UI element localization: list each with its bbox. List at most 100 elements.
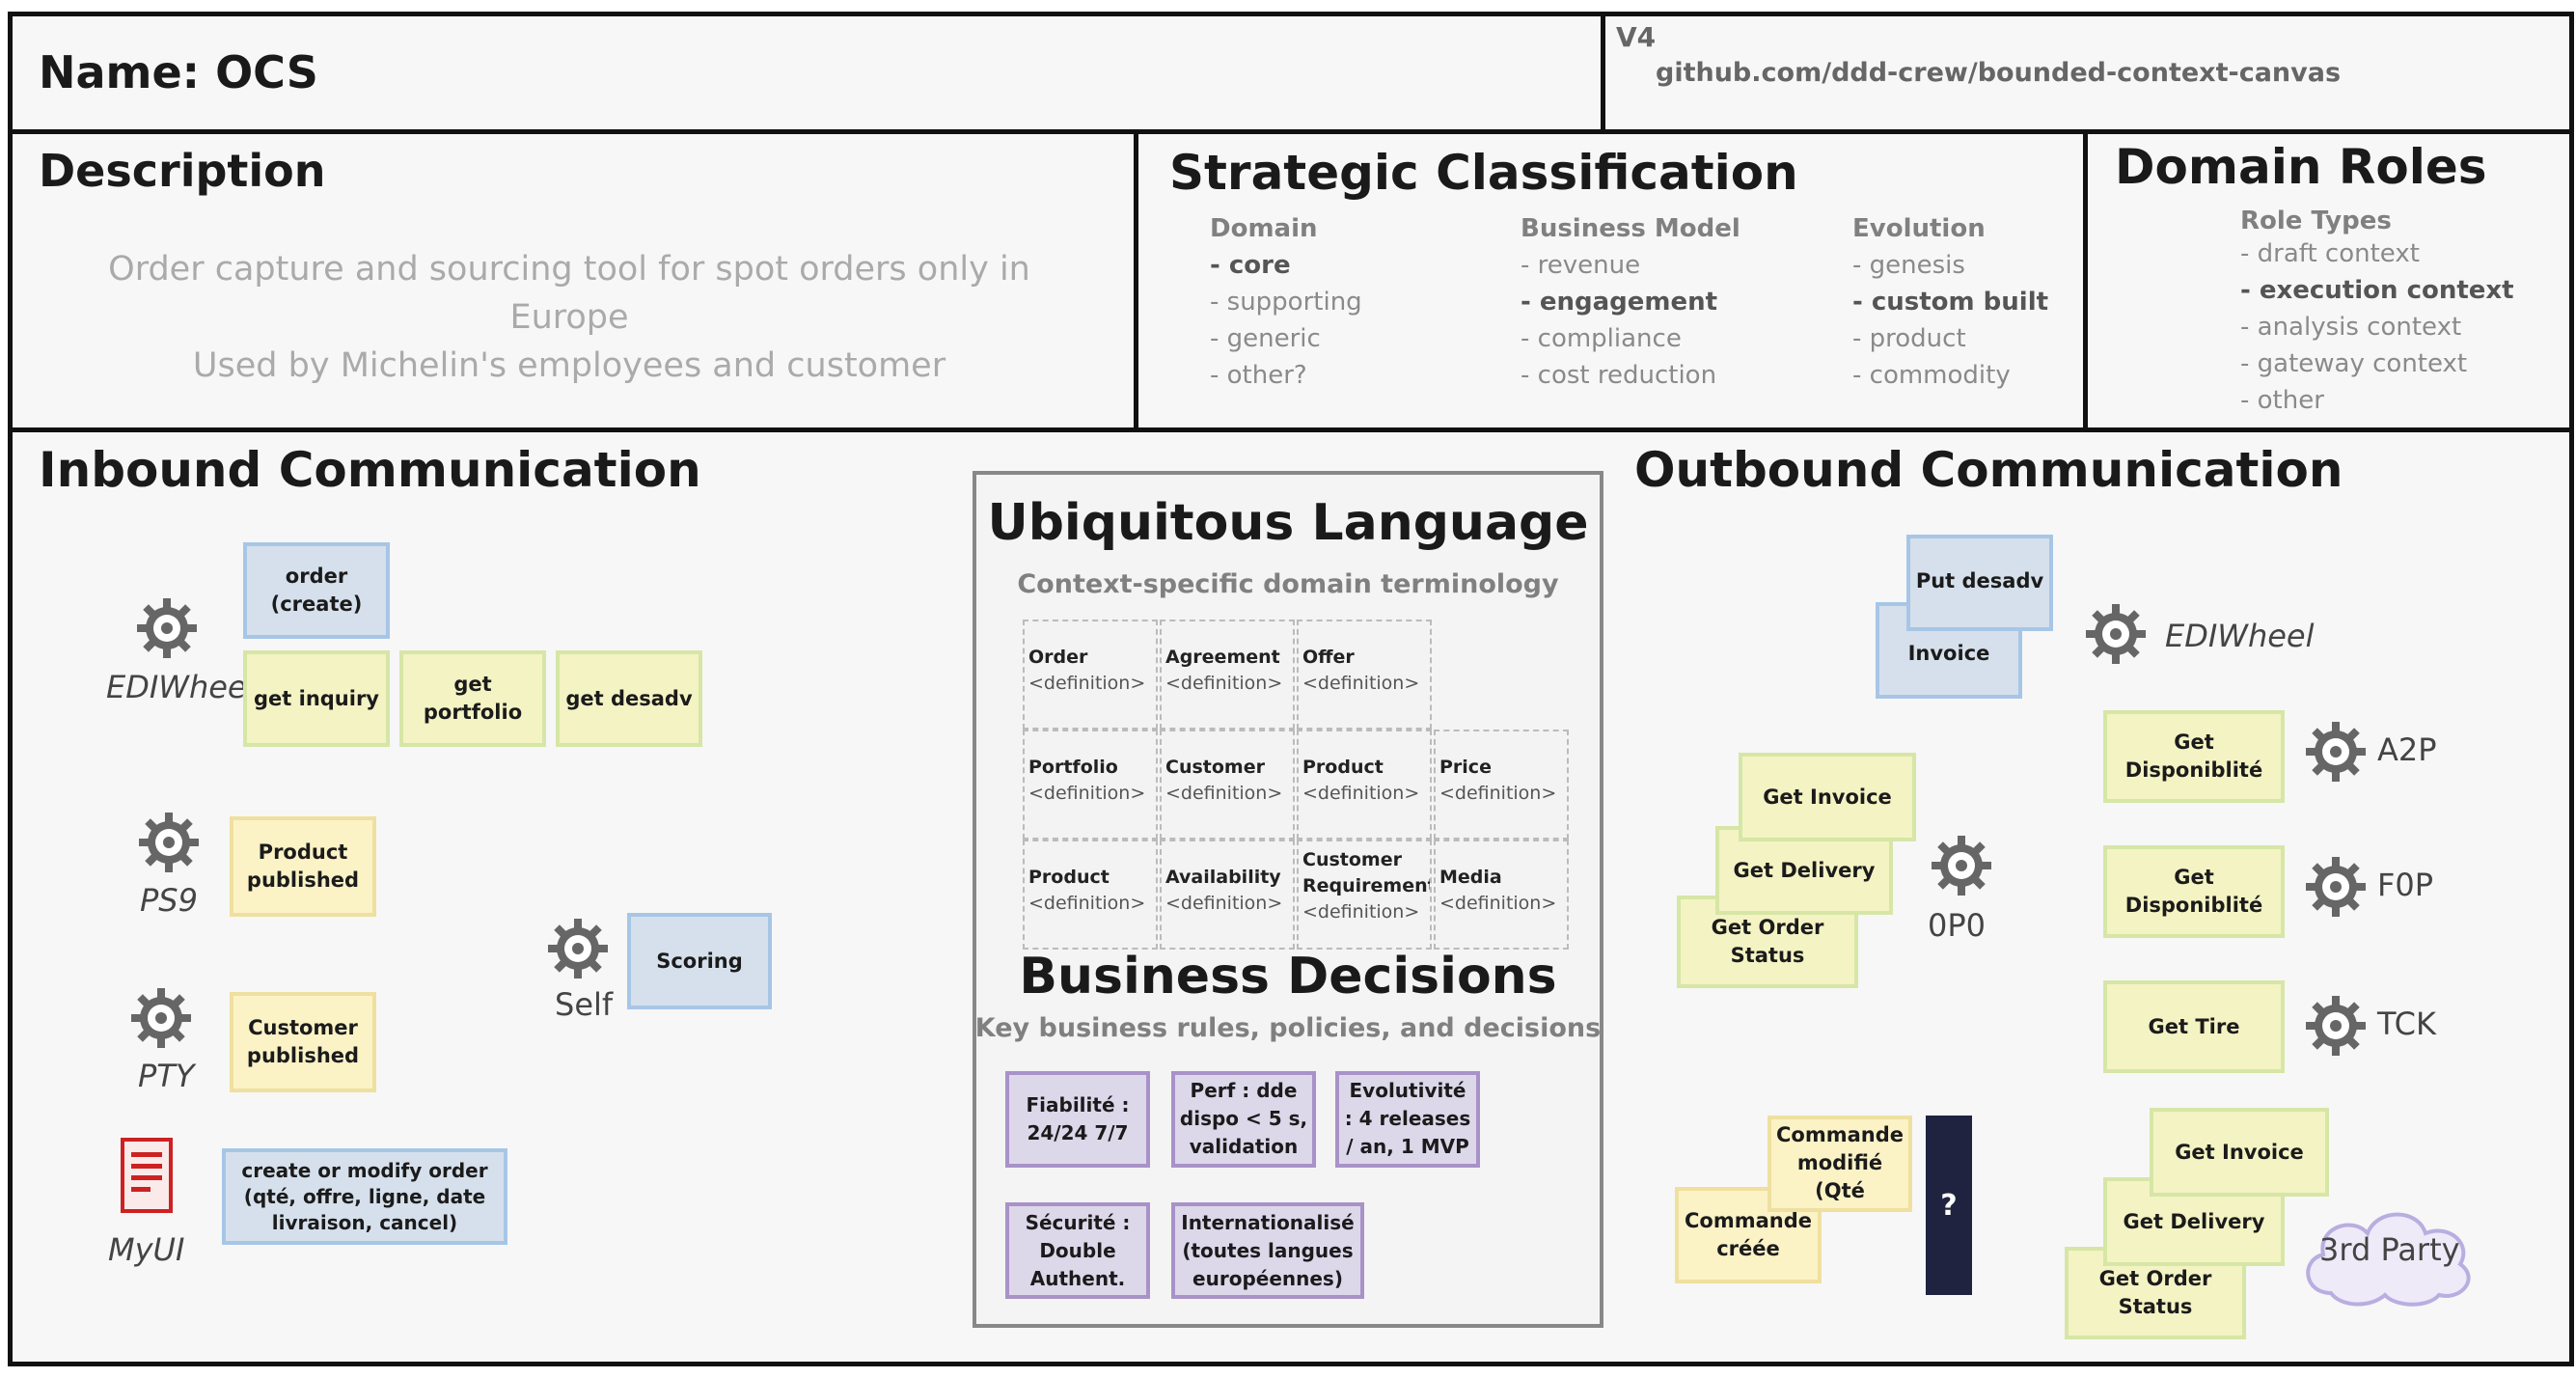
sticky-commande-modifie[interactable]: Commande modifié (Qté modifiée — [1768, 1116, 1912, 1212]
domain-item: - core — [1210, 251, 1291, 280]
actor-label: F0P — [2377, 867, 2434, 903]
role-types-column: Role Types - draft context - execution c… — [2240, 207, 2514, 419]
term-cell: Media<definition> — [1434, 840, 1569, 950]
actor-label: 0P0 — [1928, 907, 1987, 944]
role-item: - analysis context — [2240, 313, 2462, 342]
context-name: Name: OCS — [39, 46, 318, 98]
term-name: Portfolio — [1028, 757, 1118, 778]
sticky-get-invoice[interactable]: Get Invoice — [1739, 753, 1916, 841]
divider-header — [8, 129, 2574, 134]
sticky-order-create[interactable]: order (create) — [243, 542, 390, 639]
strategic-title: Strategic Classification — [1169, 145, 1798, 201]
domain-column: Domain - core - supporting - generic - o… — [1210, 214, 1362, 394]
description-title: Description — [39, 145, 326, 197]
domain-item: - supporting — [1210, 288, 1362, 317]
term-definition: <definition> — [1165, 673, 1283, 694]
term-cell: Agreement<definition> — [1160, 620, 1295, 730]
term-cell: Customer Requirements <definition> — [1297, 840, 1432, 950]
divider-desc-strategic — [1134, 131, 1138, 430]
sticky-get-disponiblite[interactable]: Get Disponiblité — [2103, 710, 2285, 803]
term-definition: <definition> — [1028, 783, 1146, 804]
description-text: Order capture and sourcing tool for spot… — [87, 245, 1052, 390]
domain-item: - other? — [1210, 361, 1307, 390]
outbound-title: Outbound Communication — [1634, 442, 2343, 498]
role-item: - other — [2240, 386, 2324, 415]
decision-sticky[interactable]: Sécurité : Double Authent. — [1005, 1202, 1150, 1299]
business-model-item: - engagement — [1521, 288, 1718, 317]
term-name: Price — [1439, 757, 1492, 778]
evolution-item: - custom built — [1852, 288, 2049, 317]
actor-label: MyUI — [108, 1231, 185, 1268]
term-cell: Order<definition> — [1023, 620, 1158, 730]
role-item: - gateway context — [2240, 349, 2468, 378]
business-decisions-subtitle: Key business rules, policies, and decisi… — [974, 1013, 1602, 1043]
description-line: Order capture and sourcing tool for spot… — [108, 250, 1030, 289]
actor-label: EDIWheel — [2165, 618, 2315, 654]
business-model-heading: Business Model — [1521, 214, 1740, 243]
decision-sticky[interactable]: Evolutivité : 4 releases / an, 1 MVP — [1335, 1071, 1480, 1168]
decision-sticky[interactable]: Perf : dde dispo < 5 s, validation — [1171, 1071, 1316, 1168]
inbound-title: Inbound Communication — [39, 442, 701, 498]
sticky-get-tire[interactable]: Get Tire — [2103, 980, 2285, 1073]
divider-name-version — [1601, 12, 1605, 131]
sticky-get-portfolio[interactable]: get portfolio — [399, 650, 546, 747]
term-name: Customer — [1165, 757, 1265, 778]
sticky-create-modify-order[interactable]: create or modify order (qté, offre, lign… — [222, 1148, 507, 1245]
sticky-customer-published[interactable]: Customer published — [230, 992, 376, 1092]
evolution-item: - genesis — [1852, 251, 1965, 280]
business-model-item: - compliance — [1521, 324, 1682, 353]
divider-strategic-roles — [2083, 131, 2088, 430]
actor-label: PS9 — [140, 882, 198, 919]
sticky-get-inquiry[interactable]: get inquiry — [243, 650, 390, 747]
decision-sticky[interactable]: Internationalisé (toutes langues europée… — [1171, 1202, 1364, 1299]
sticky-get-order-status[interactable]: Get Order Status — [2065, 1247, 2246, 1339]
term-name: Offer — [1302, 647, 1355, 668]
description-line: Europe — [509, 298, 629, 337]
sticky-question[interactable]: ? — [1926, 1116, 1972, 1295]
gear-icon — [139, 813, 199, 872]
domain-heading: Domain — [1210, 214, 1318, 243]
actor-label: A2P — [2377, 731, 2437, 768]
term-definition: <definition> — [1165, 893, 1283, 914]
sticky-put-desadv[interactable]: Put desadv — [1906, 535, 2053, 631]
term-cell: Availability <definition> — [1160, 840, 1295, 950]
sticky-get-disponiblite[interactable]: Get Disponiblité — [2103, 845, 2285, 938]
term-definition: <definition> — [1439, 783, 1557, 804]
term-name: Media — [1439, 867, 1502, 888]
term-name: Product — [1028, 867, 1110, 888]
term-cell: Product<definition> — [1297, 730, 1432, 840]
gear-icon — [548, 919, 608, 978]
gear-icon — [2086, 604, 2146, 664]
business-decisions-title: Business Decisions — [1019, 948, 1557, 1006]
sticky-get-invoice[interactable]: Get Invoice — [2150, 1108, 2329, 1197]
term-cell: Offer <definition> — [1297, 620, 1432, 730]
cloud-icon — [2306, 1212, 2471, 1307]
term-definition: <definition> — [1165, 783, 1283, 804]
version-label: V4 — [1616, 21, 1657, 53]
term-definition: <definition> — [1302, 901, 1420, 923]
term-definition: <definition> — [1028, 893, 1146, 914]
ubiquitous-title: Ubiquitous Language — [987, 494, 1589, 552]
term-definition: <definition> — [1302, 673, 1420, 694]
actor-label: PTY — [138, 1058, 195, 1094]
term-cell: Product <definition> — [1023, 840, 1158, 950]
term-cell: Portfolio <definition> — [1023, 730, 1158, 840]
decision-sticky[interactable]: Fiabilité : 24/24 7/7 — [1005, 1071, 1150, 1168]
term-cell: Customer <definition> — [1160, 730, 1295, 840]
term-name: Availability — [1165, 867, 1281, 888]
sticky-scoring[interactable]: Scoring — [627, 913, 772, 1009]
sticky-get-desadv[interactable]: get desadv — [556, 650, 702, 747]
divider-top-sections — [8, 427, 2574, 432]
term-name: Product — [1302, 757, 1384, 778]
ubiquitous-subtitle: Context-specific domain terminology — [1017, 569, 1559, 599]
canvas-link[interactable]: github.com/ddd-crew/bounded-context-canv… — [1656, 58, 2342, 88]
domain-item: - generic — [1210, 324, 1321, 353]
term-name: Customer Requirements — [1302, 849, 1430, 896]
gear-icon — [2306, 996, 2366, 1056]
actor-label: TCK — [2377, 1006, 2436, 1042]
gear-icon — [137, 598, 197, 658]
actor-label: EDIWheel — [106, 669, 256, 705]
actor-label: Self — [555, 986, 614, 1023]
gear-icon — [1932, 836, 1991, 896]
sticky-product-published[interactable]: Product published — [230, 816, 376, 917]
